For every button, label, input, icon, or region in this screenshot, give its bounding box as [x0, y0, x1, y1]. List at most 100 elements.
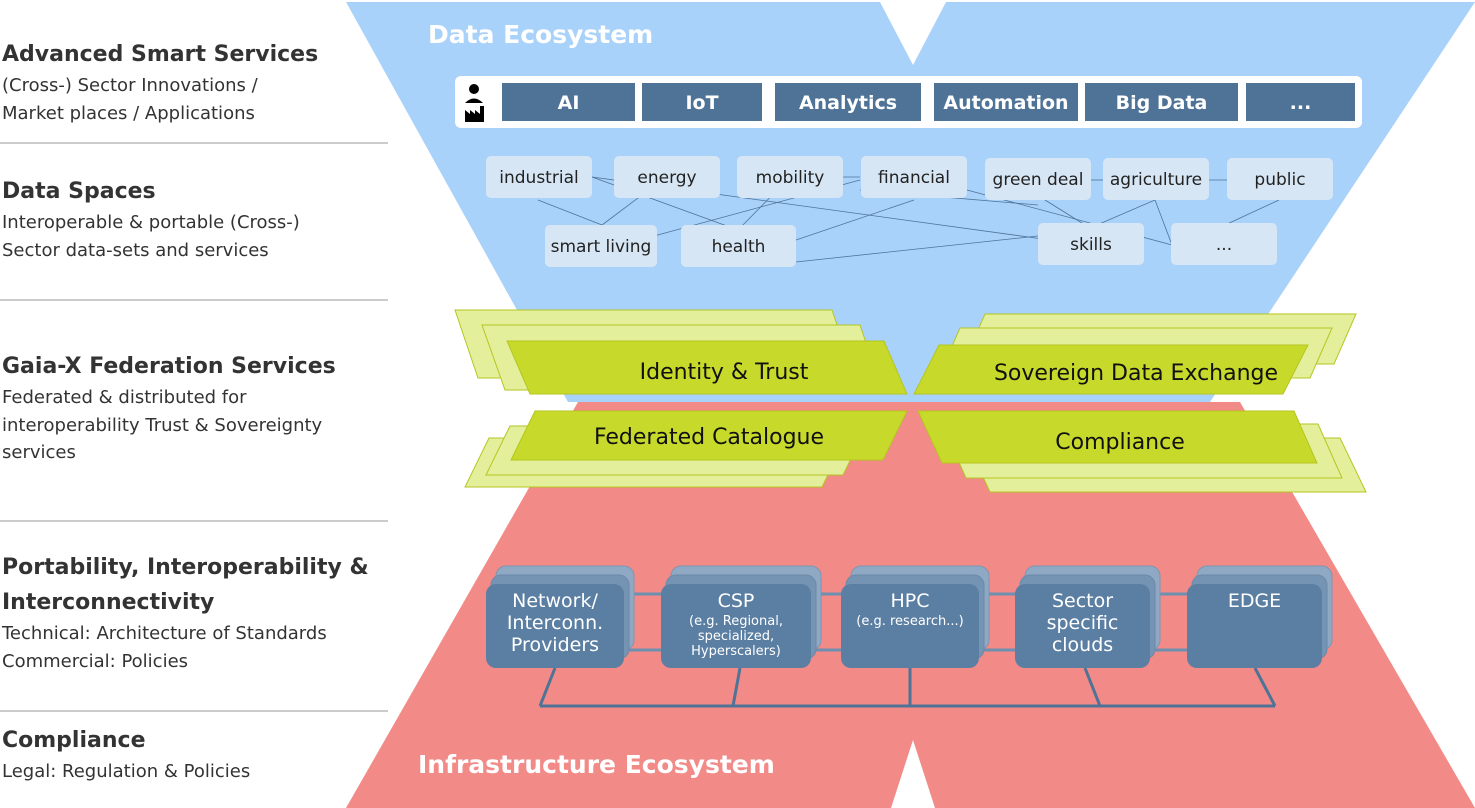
sector-box: energy — [614, 156, 720, 198]
sector-box-bg — [985, 158, 1091, 200]
sector-label: industrial — [499, 168, 578, 188]
sector-box: mobility — [737, 156, 843, 198]
sector-box-bg — [486, 156, 592, 198]
sector-label: ... — [1216, 235, 1232, 255]
provider-sublabel: (e.g. Regional, — [689, 614, 783, 629]
provider-sublabel: specialized, — [698, 629, 774, 644]
provider-box: Network/Interconn.Providers — [486, 565, 635, 668]
provider-box-bg — [486, 584, 624, 668]
section-text: services — [2, 442, 76, 463]
section-text: Sector data-sets and services — [2, 240, 269, 261]
section-text: Technical: Architecture of Standards — [1, 623, 327, 644]
technology-box-bg — [934, 83, 1078, 121]
provider-label: HPC — [890, 590, 929, 612]
technology-label: Analytics — [799, 92, 897, 114]
sector-label: agriculture — [1110, 170, 1202, 190]
sector-label: financial — [878, 168, 950, 188]
sector-boxes: industrial energy mobility financial green d… — [486, 156, 1333, 267]
sector-label: public — [1254, 170, 1305, 190]
technology-box: Analytics — [775, 83, 921, 121]
sector-box-bg — [1038, 223, 1144, 265]
sector-box-bg — [737, 156, 843, 198]
federation-services: Identity & Trust Sovereign Data ExchangeF… — [454, 309, 1367, 493]
provider-label: Interconn. — [507, 612, 603, 634]
left-panel: Advanced Smart Services (Cross-) Sector … — [1, 42, 369, 782]
provider-box-bg — [661, 584, 811, 668]
technology-box: IoT — [642, 83, 762, 121]
section-text: Commercial: Policies — [2, 651, 188, 672]
section-text: Interoperable & portable (Cross-) — [2, 212, 300, 233]
provider-box-bg — [841, 584, 979, 668]
sector-box-bg — [681, 225, 796, 267]
technology-box: Big Data — [1085, 83, 1238, 121]
technology-box: Automation — [934, 83, 1078, 121]
technology-box-bg — [502, 83, 635, 121]
section-text: interoperability Trust & Sovereignty — [2, 415, 323, 436]
federation-federated-catalogue — [510, 410, 908, 461]
federation-label: Identity & Trust — [640, 360, 809, 385]
technology-box-bg — [1085, 83, 1238, 121]
provider-box-bg — [1015, 584, 1150, 668]
federation-compliance — [917, 410, 1318, 464]
sector-box: public — [1227, 158, 1333, 200]
sector-box-bg — [545, 225, 657, 267]
federation-label: Sovereign Data Exchange — [994, 361, 1278, 386]
federation-label: Compliance — [1055, 430, 1185, 455]
sector-box: smart living — [545, 225, 657, 267]
technology-box-bg — [1246, 83, 1355, 121]
technology-box: ... — [1246, 83, 1355, 121]
provider-label: clouds — [1052, 634, 1113, 656]
provider-label: EDGE — [1228, 590, 1281, 612]
user-factory-icon — [465, 84, 484, 122]
sector-label: smart living — [551, 237, 652, 257]
sector-box: health — [681, 225, 796, 267]
sector-label: green deal — [993, 170, 1084, 190]
provider-box: HPC(e.g. research...) — [841, 565, 990, 668]
section-title-compliance: Compliance — [2, 728, 145, 753]
provider-label: specific — [1047, 612, 1119, 634]
technology-bar: AI IoT Analytics Automation Big Data... — [455, 76, 1362, 128]
sector-label: health — [712, 237, 766, 257]
technology-label: ... — [1290, 92, 1312, 114]
section-title-data-spaces: Data Spaces — [2, 179, 156, 204]
federation-label: Federated Catalogue — [594, 425, 824, 450]
federation-identity-trust — [506, 340, 908, 395]
infrastructure-ecosystem-label: Infrastructure Ecosystem — [418, 750, 775, 779]
sector-label: mobility — [756, 168, 825, 188]
section-title-smart-services: Advanced Smart Services — [2, 42, 318, 67]
sector-label: energy — [637, 168, 696, 188]
sector-box-bg — [861, 156, 967, 198]
data-ecosystem-label: Data Ecosystem — [428, 20, 653, 49]
sector-box: skills — [1038, 223, 1144, 265]
technology-label: IoT — [685, 92, 718, 114]
sector-box-bg — [614, 156, 720, 198]
technology-label: AI — [558, 92, 580, 114]
technology-box-bg — [642, 83, 762, 121]
technology-label: Big Data — [1116, 92, 1208, 114]
federation-sovereign-data-exchange — [913, 344, 1309, 395]
provider-box: EDGE — [1187, 565, 1333, 668]
sector-box-bg — [1103, 158, 1209, 200]
section-text: (Cross-) Sector Innovations / — [2, 75, 259, 96]
section-text: Legal: Regulation & Policies — [2, 761, 250, 782]
sector-box-bg — [1227, 158, 1333, 200]
technology-label: Automation — [943, 92, 1068, 114]
sector-box: agriculture — [1103, 158, 1209, 200]
sector-box-bg — [1171, 223, 1277, 265]
section-title-federation-services: Gaia-X Federation Services — [2, 354, 336, 379]
sector-label: skills — [1070, 235, 1112, 255]
section-text: Federated & distributed for — [2, 387, 247, 408]
sector-box: financial — [861, 156, 967, 198]
section-title-portability: Portability, Interoperability & — [2, 555, 369, 580]
sector-box: ... — [1171, 223, 1277, 265]
provider-box: CSP(e.g. Regional,specialized,Hyperscale… — [661, 565, 822, 668]
provider-box-bg — [1187, 584, 1322, 668]
provider-label: Network/ — [512, 590, 598, 612]
section-title-portability: Interconnectivity — [2, 590, 214, 615]
technology-box-bg — [775, 83, 921, 121]
provider-label: Sector — [1052, 590, 1113, 612]
infrastructure-providers: Network/Interconn.Providers CSP(e.g. Regi… — [486, 565, 1333, 668]
provider-sublabel: Hyperscalers) — [691, 644, 781, 659]
